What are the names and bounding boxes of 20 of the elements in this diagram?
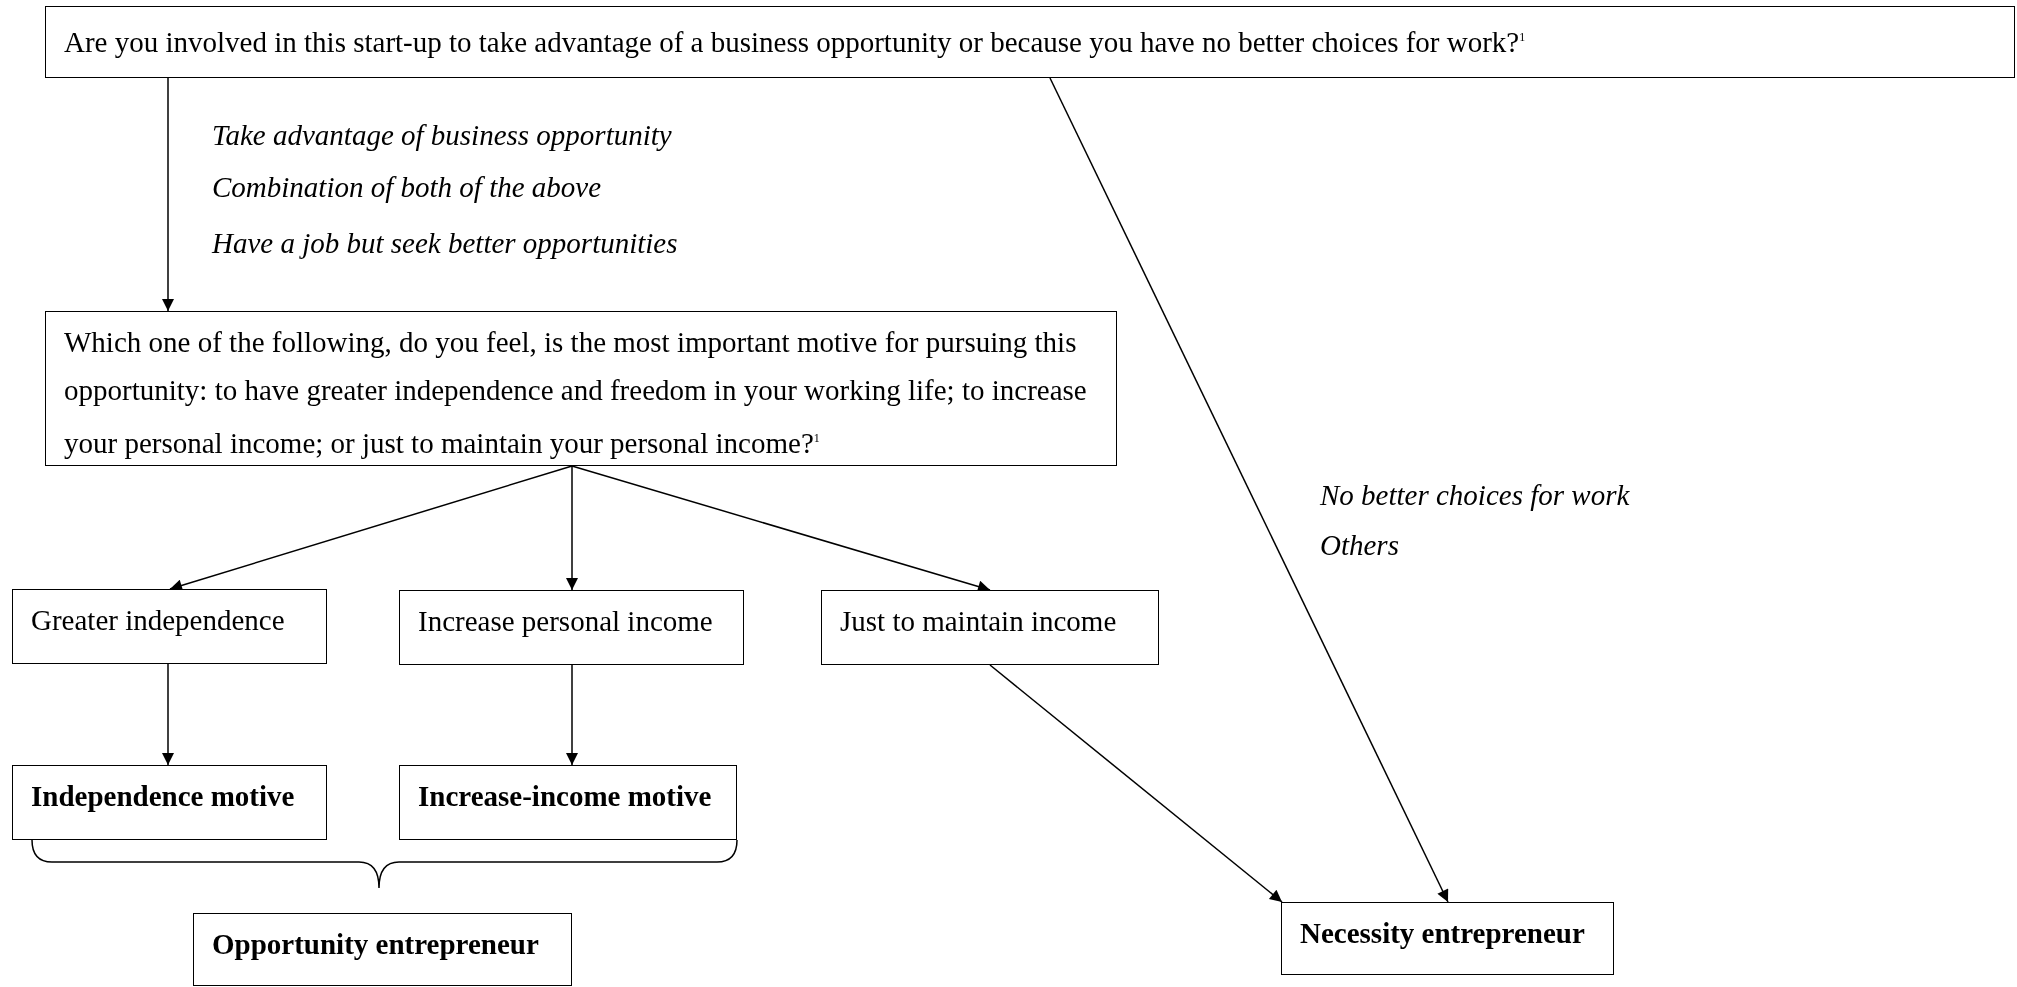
arrow [162,663,174,766]
node-text: Independence motive [31,779,296,814]
node-text: Just to maintain income [840,604,1118,639]
node-text: Increase personal income [418,604,714,639]
arrow [162,77,174,312]
answer-option: Others [1320,530,1399,560]
answer-option: No better choices for work [1320,480,1630,510]
arrow [989,664,1283,903]
node-text: Necessity entrepreneur [1300,916,1586,951]
node-text: Greater independence [31,603,286,638]
node-text: Increase-income motive [418,779,713,814]
answer-option: Combination of both of the above [212,172,602,202]
node-text: Which one of the following, do you feel, is the most important motive for pursuing this opportunity: to have greater independence and freedom in your working life; to increase your personal income; or just to maintain your personal income?$^{1}$ [64,325,1088,461]
arrow [1049,77,1449,903]
node-text: Are you involved in this start-up to take advantage of a business opportunity or because you have no better choices for work?$^{1}$ [64,24,1527,60]
arrow [566,664,578,766]
answer-option: Take advantage of business opportunity [212,120,672,150]
node-text: Opportunity entrepreneur [212,927,540,962]
answer-option: Have a job but seek better opportunities [212,228,678,258]
arrow [566,465,578,591]
